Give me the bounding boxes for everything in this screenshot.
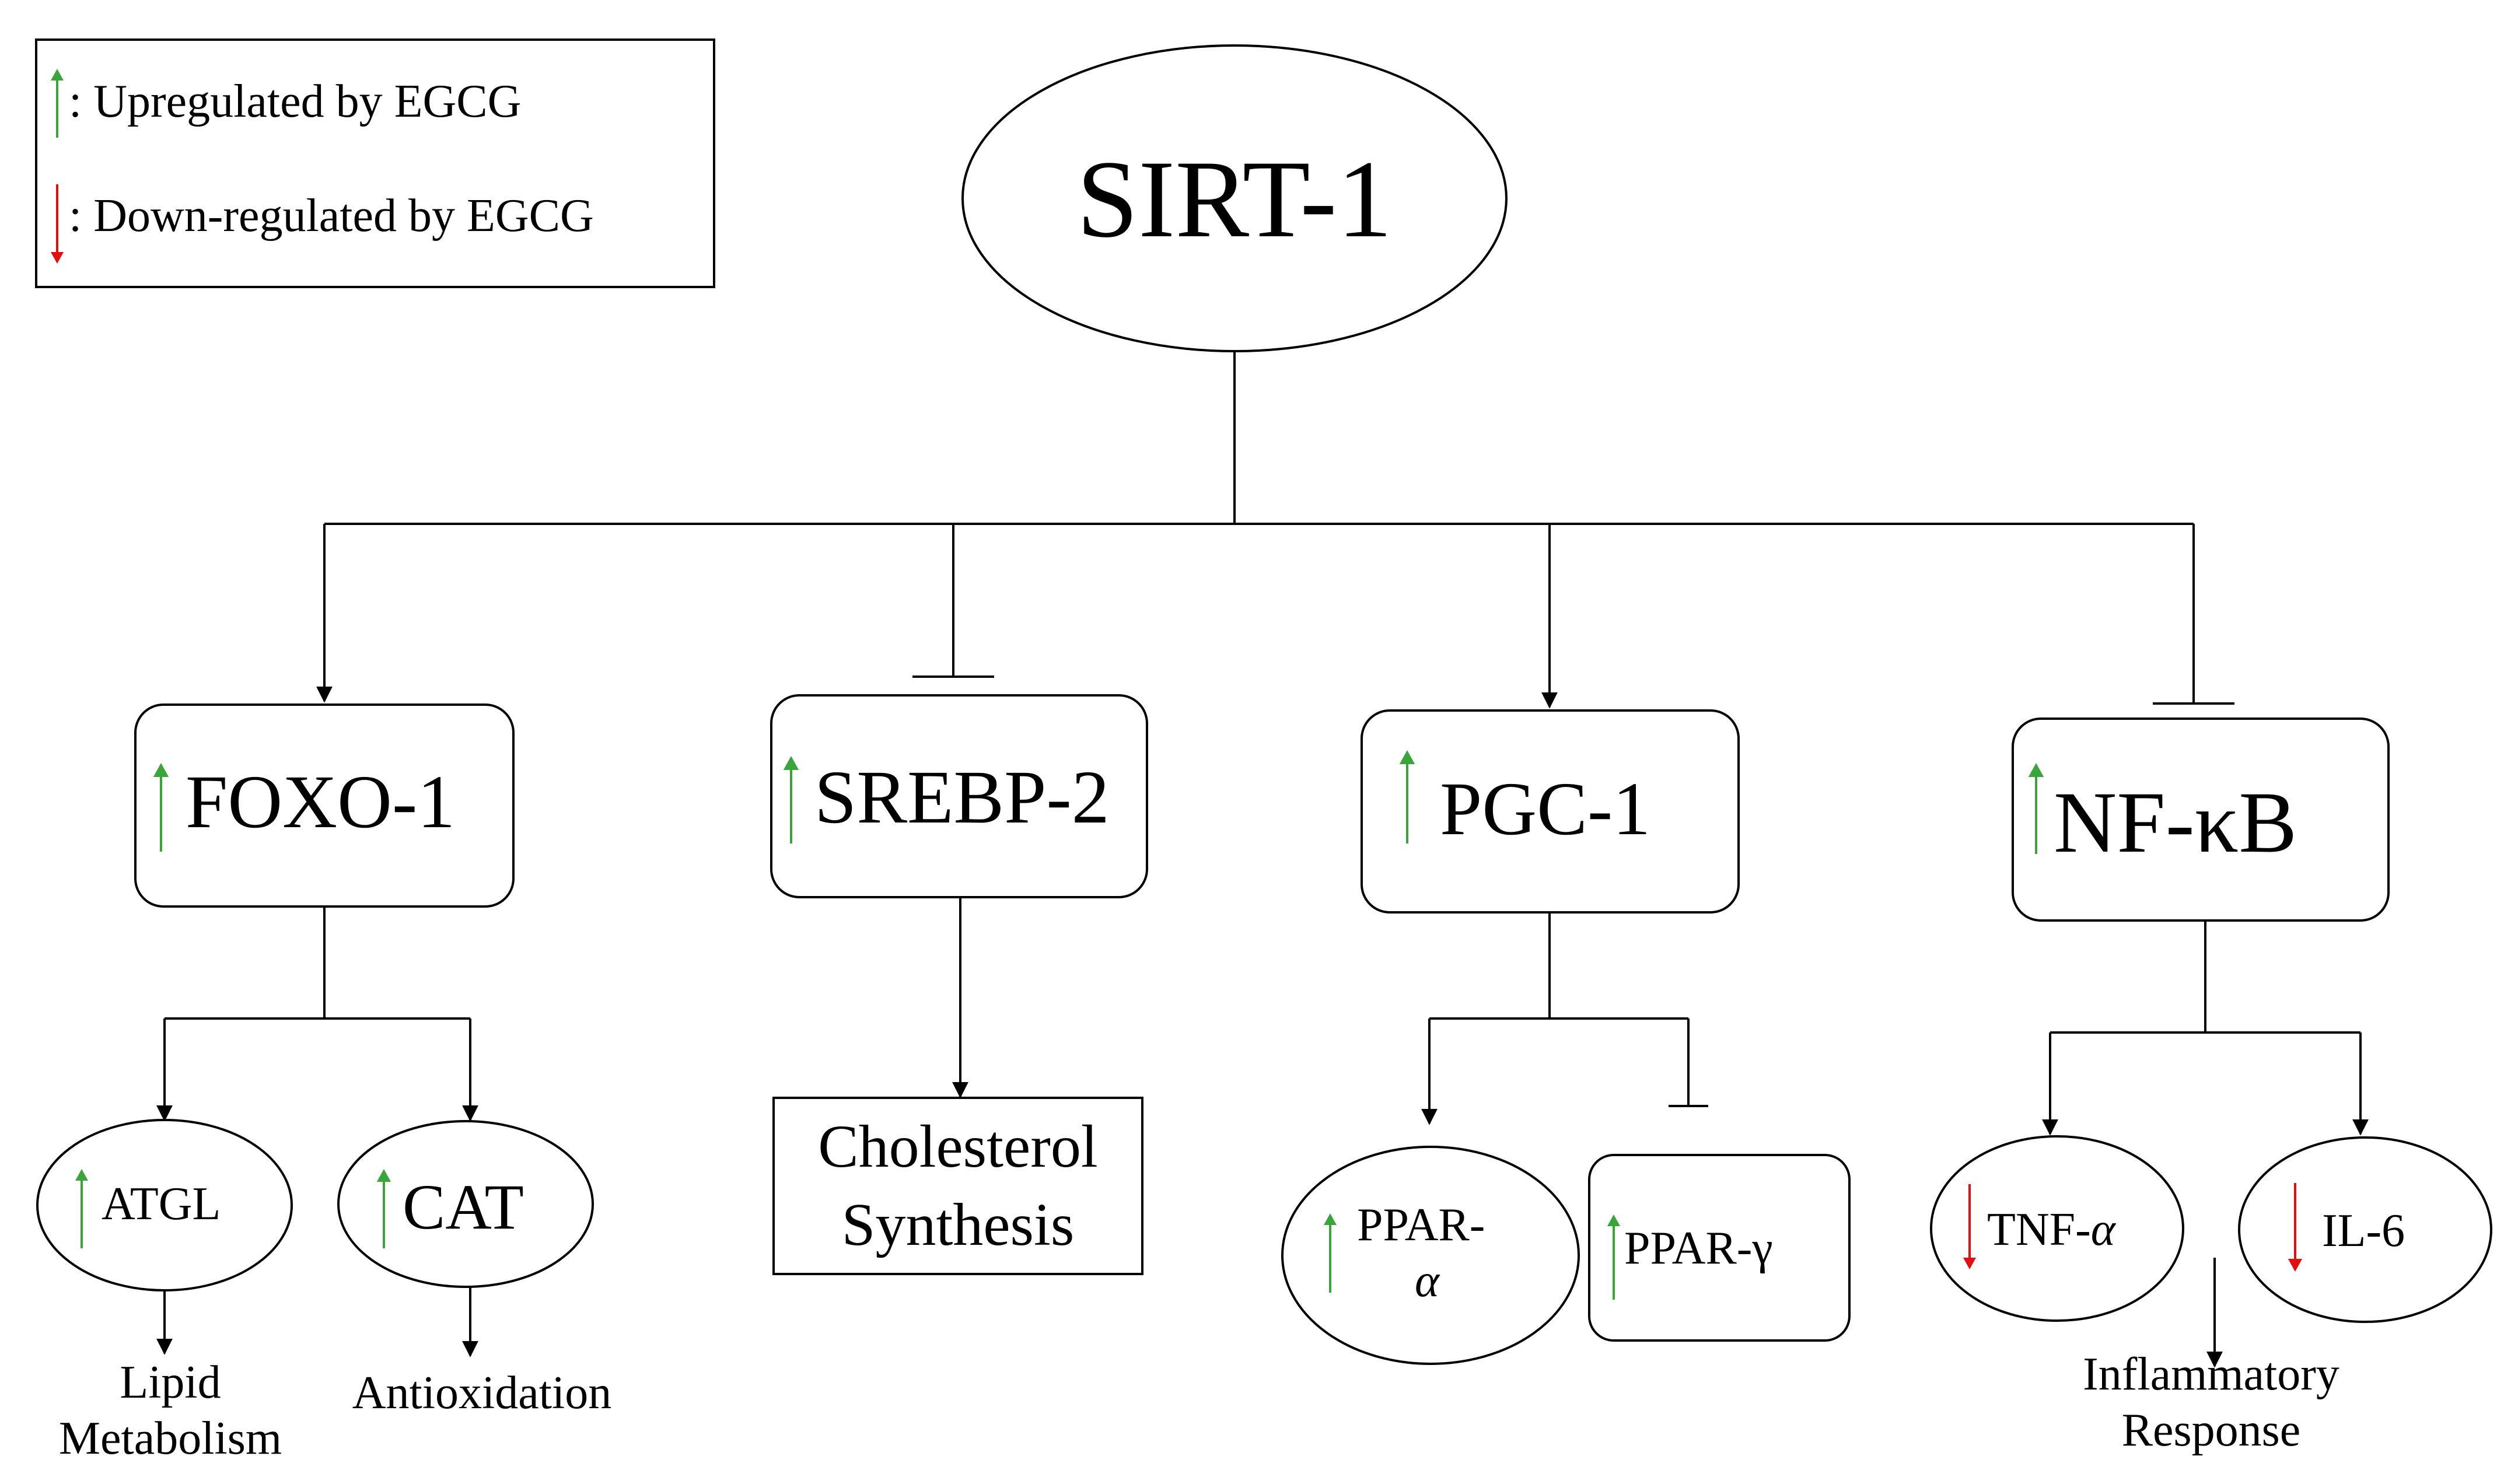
foxo1-node: FOXO-1	[134, 704, 515, 908]
cat-up-arrow-icon	[376, 1169, 391, 1248]
tnf-alpha-label: TNF-α	[1987, 1204, 2117, 1255]
root-connectors	[316, 351, 2234, 709]
legend-up-text: : Upregulated by EGCG	[69, 76, 521, 127]
srebp2-label: SREBP-2	[814, 755, 1110, 839]
foxo1-connectors	[156, 907, 478, 1122]
outcome-connectors	[156, 1258, 2223, 1368]
nfkb-node: NF-κB	[2012, 718, 2390, 922]
antioxidation-label: Antioxidation	[352, 1367, 611, 1419]
inflammatory-line2: Response	[2122, 1405, 2301, 1456]
lipid-line2: Metabolism	[59, 1413, 282, 1464]
tnf-alpha-prefix: TNF-	[1987, 1204, 2091, 1255]
inflammatory-line1: Inflammatory	[2083, 1349, 2339, 1400]
pgc1-up-arrow-icon	[1399, 750, 1415, 844]
tnf-alpha-down-arrow-icon	[1963, 1184, 1976, 1269]
ppar-gamma-label: PPAR-γ	[1624, 1223, 1773, 1274]
legend: : Upregulated by EGCG : Down-regulated b…	[35, 38, 715, 288]
nfkb-label: NF-κB	[2054, 774, 2297, 871]
tnf-alpha-node: TNF-α	[1930, 1135, 2184, 1322]
il6-label: IL-6	[2322, 1205, 2405, 1256]
legend-up-arrow-icon	[51, 69, 64, 138]
ppar-alpha-line1: PPAR-	[1357, 1199, 1485, 1251]
inflammatory-response-outcome: Inflammatory Response	[2083, 1349, 2339, 1456]
pgc1-connectors	[1421, 912, 1708, 1125]
ppar-alpha-up-arrow-icon	[1324, 1213, 1337, 1293]
il6-node: IL-6	[2238, 1136, 2492, 1323]
lipid-metabolism-outcome: Lipid Metabolism	[59, 1357, 282, 1464]
ppar-alpha-node: PPAR- α	[1281, 1146, 1580, 1365]
pgc1-node: PGC-1	[1361, 709, 1740, 914]
atgl-up-arrow-icon	[75, 1169, 88, 1248]
tnf-alpha-greek: α	[2091, 1204, 2117, 1255]
legend-box	[35, 38, 715, 288]
antioxidation-outcome: Antioxidation	[352, 1367, 611, 1419]
lipid-line1: Lipid	[120, 1357, 221, 1408]
srebp2-node: SREBP-2	[770, 694, 1148, 898]
atgl-label: ATGL	[102, 1178, 221, 1230]
sirt1-node: SIRT-1	[961, 44, 1508, 352]
foxo1-up-arrow-icon	[153, 763, 169, 852]
sirt1-label: SIRT-1	[1076, 138, 1392, 261]
ppar-gamma-node: PPAR-γ	[1588, 1154, 1851, 1342]
cholesterol-line1: Cholesterol	[818, 1113, 1097, 1180]
nfkb-up-arrow-icon	[2028, 763, 2044, 854]
nfkb-connectors	[2042, 921, 2369, 1136]
ppar-gamma-up-arrow-icon	[1607, 1214, 1620, 1300]
ppar-alpha-line2: α	[1415, 1255, 1440, 1307]
cat-label: CAT	[403, 1171, 524, 1242]
il6-down-arrow-icon	[2288, 1183, 2303, 1272]
atgl-node: ATGL	[36, 1119, 293, 1292]
cholesterol-node: Cholesterol Synthesis	[772, 1097, 1143, 1275]
legend-down-text: : Down-regulated by EGCG	[69, 190, 594, 242]
foxo1-label: FOXO-1	[186, 760, 455, 844]
srebp2-up-arrow-icon	[783, 756, 799, 844]
pgc1-label: PGC-1	[1440, 767, 1650, 851]
legend-down-arrow-icon	[51, 184, 64, 264]
cholesterol-line2: Synthesis	[842, 1191, 1075, 1258]
cat-node: CAT	[337, 1120, 594, 1288]
